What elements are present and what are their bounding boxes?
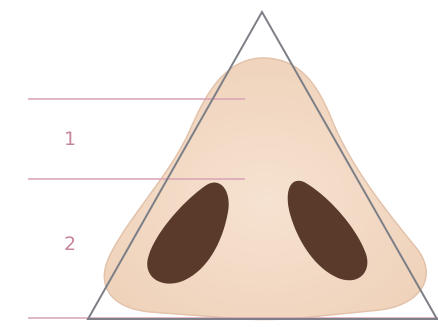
- section-label-1: 1: [64, 128, 76, 150]
- nose-silhouette: [104, 58, 426, 320]
- section-label-2: 2: [64, 233, 76, 255]
